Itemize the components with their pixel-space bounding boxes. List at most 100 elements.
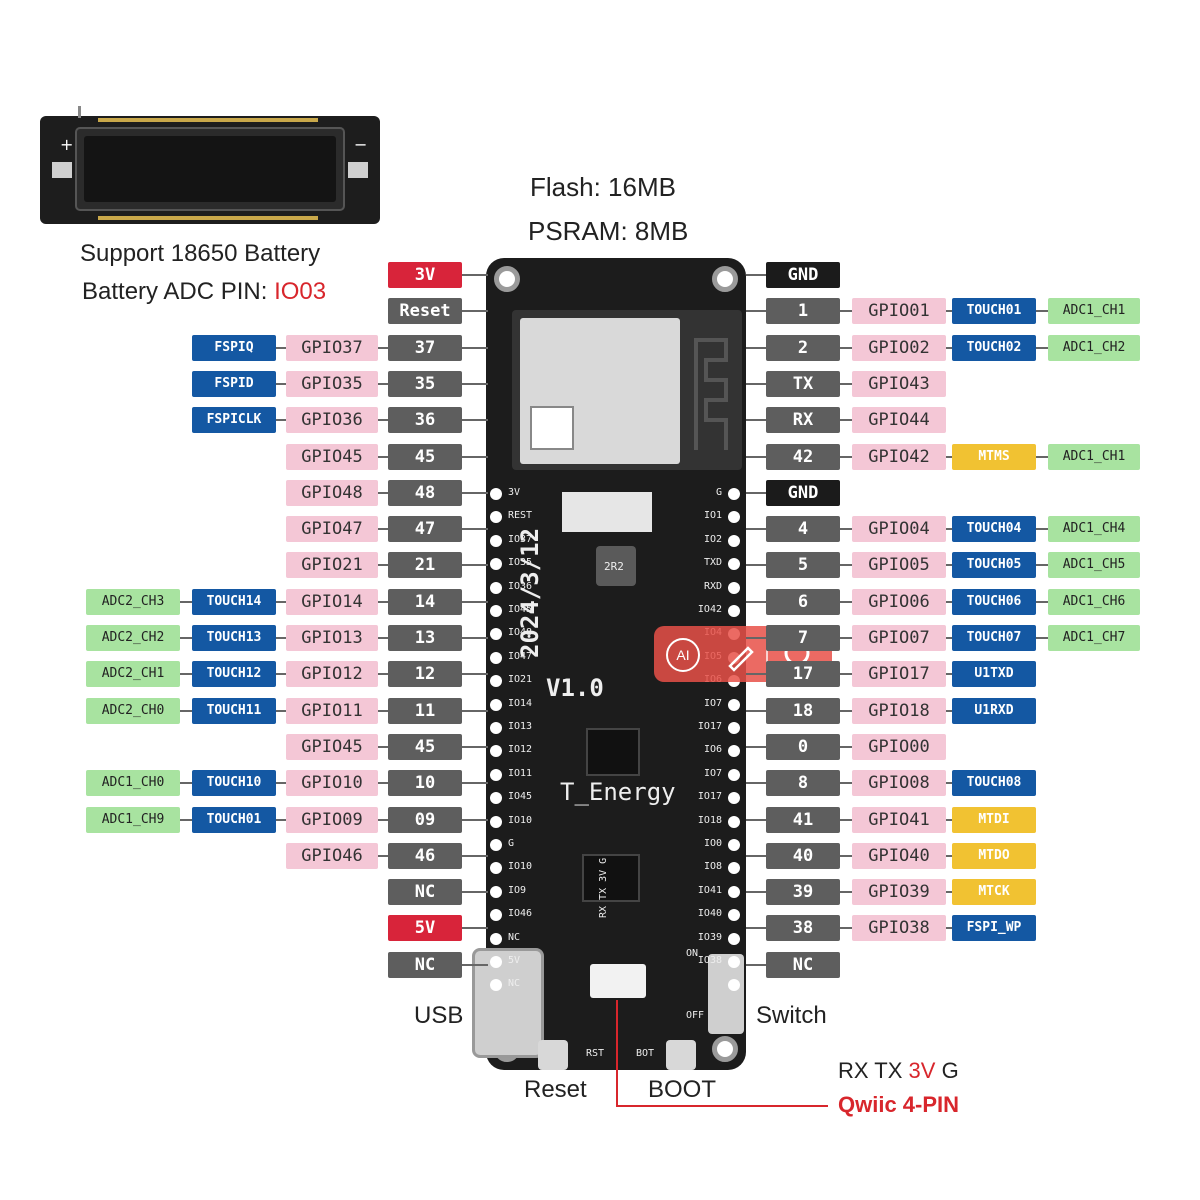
silk-label: 5V (508, 955, 521, 966)
connector-line (946, 564, 952, 567)
qwiic-title: Qwiic 4-PIN (838, 1092, 960, 1117)
silk-label: IO45 (508, 791, 533, 803)
header-pad (728, 839, 740, 851)
pin-number-label: 09 (388, 806, 462, 833)
connector-line (746, 782, 766, 785)
gpio-label: GPIO08 (852, 770, 946, 797)
t-energy-board: 2R2 2024/3/12 V1.0 T_Energy RX TX 3V G O… (472, 258, 746, 1070)
adc-label: ADC2_CH3 (86, 588, 180, 615)
connector-line (946, 346, 952, 349)
connector-line (276, 673, 286, 676)
qwiic-silk: RX TX 3V G (598, 857, 609, 918)
flash-spec: Flash: 16MB (530, 172, 676, 202)
adc-label: ADC1_CH7 (1048, 625, 1140, 651)
boot-silk: BOT (636, 1048, 655, 1059)
gpio-label: GPIO01 (852, 298, 946, 325)
pin-number-label: 46 (388, 842, 462, 869)
connector-line (946, 709, 952, 712)
boot-button[interactable] (666, 1040, 696, 1070)
connector-line (276, 419, 286, 422)
gpio-label: GPIO38 (852, 915, 946, 942)
connector-line (746, 491, 766, 494)
connector-line (462, 382, 488, 385)
ai-icon[interactable]: AI (666, 638, 700, 672)
connector-line (840, 455, 852, 458)
function-label: MTDI (952, 806, 1036, 833)
connector-line (1036, 600, 1048, 603)
connector-line (462, 963, 488, 966)
gpio-label: GPIO12 (286, 661, 378, 688)
header-pad (728, 909, 740, 922)
ic-chip (586, 728, 640, 776)
connector-line (378, 854, 388, 857)
header-pad (490, 581, 502, 594)
connector-line (946, 854, 952, 857)
header-pad (490, 745, 502, 758)
switch-label: Switch (756, 1002, 827, 1029)
edit-icon[interactable] (724, 638, 758, 672)
adc-label: ADC1_CH1 (1048, 443, 1140, 470)
function-label: TOUCH04 (952, 516, 1036, 543)
gpio-label: GPIO45 (286, 733, 378, 760)
pin-number-label: RX (766, 407, 840, 434)
silk-label: RXD (703, 580, 722, 592)
gpio-label: GPIO11 (286, 697, 378, 724)
reset-button[interactable] (538, 1040, 568, 1070)
silk-label: IO47 (508, 650, 533, 662)
pin-number-label: 5V (388, 915, 462, 942)
silk-label: IO42 (697, 604, 722, 615)
connector-line (840, 564, 852, 567)
pin-number-label: 45 (388, 733, 462, 760)
silk-label: IO2 (703, 533, 722, 545)
connector-line (746, 854, 766, 857)
qwiic-leader-line (616, 1105, 828, 1107)
gpio-label: GPIO21 (286, 552, 378, 579)
function-label: TOUCH07 (952, 625, 1036, 651)
pin-number-label: 21 (388, 552, 462, 579)
connector-line (180, 818, 192, 821)
connector-line (276, 709, 286, 712)
pin-number-label: NC (388, 951, 462, 978)
gpio-label: GPIO05 (852, 552, 946, 579)
inductor (596, 546, 636, 586)
connector-line (378, 346, 388, 349)
connector-line (946, 528, 952, 531)
power-switch[interactable] (708, 954, 744, 1034)
adc-label: ADC1_CH1 (1048, 298, 1140, 325)
connector-line (746, 927, 766, 930)
function-label: TOUCH06 (952, 588, 1036, 615)
pin-number-label: 7 (766, 625, 840, 651)
silk-label: IO35 (508, 557, 533, 569)
connector-line (1036, 455, 1048, 458)
pin-number-label: 3V (388, 262, 462, 288)
header-pad (490, 815, 502, 828)
silk-label: IO14 (508, 697, 533, 709)
header-pad (490, 628, 502, 641)
silk-label: IO40 (697, 908, 722, 920)
connector-line (462, 528, 488, 531)
svg-text:−: − (354, 135, 367, 154)
header-pad (728, 722, 740, 734)
gpio-label: GPIO43 (852, 370, 946, 397)
gpio-label: GPIO39 (852, 879, 946, 906)
connector-line (462, 745, 488, 748)
function-label: U1RXD (952, 697, 1036, 724)
qwiic-connector (590, 964, 646, 998)
connector-line (276, 782, 286, 785)
pin-number-label: 0 (766, 733, 840, 760)
pin-number-label: 47 (388, 516, 462, 543)
inductor-label: 2R2 (604, 560, 624, 573)
connector-line (946, 455, 952, 458)
connector-line (746, 673, 766, 676)
silk-label: REST (508, 510, 533, 522)
pin-number-label: TX (766, 370, 840, 397)
connector-line (946, 927, 952, 930)
battery-adc-label: Battery ADC PIN: (82, 278, 275, 305)
qr-code-icon (530, 406, 574, 450)
gpio-label: GPIO40 (852, 842, 946, 869)
silk-label: IO17 (697, 721, 722, 732)
connector-line (378, 564, 388, 567)
battery-adc-pin: IO03 (274, 278, 327, 305)
pin-number-label: 41 (766, 806, 840, 833)
connector-line (746, 274, 766, 276)
